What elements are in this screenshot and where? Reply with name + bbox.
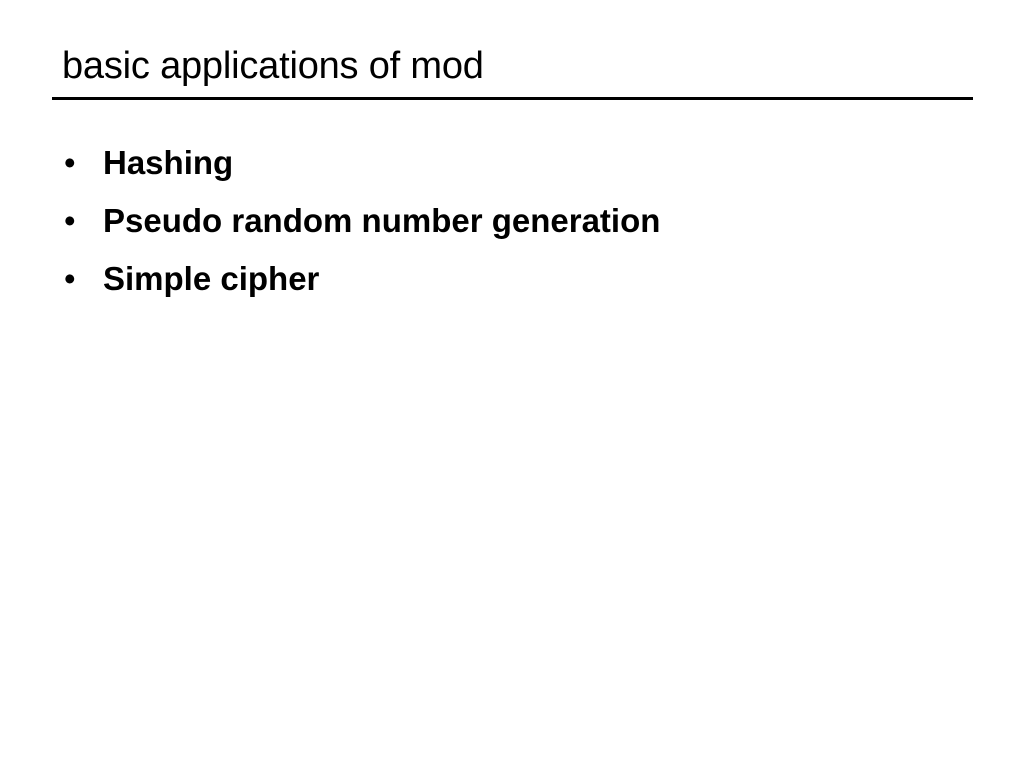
bullet-item-hashing: • Hashing bbox=[64, 140, 660, 198]
bullet-text: Hashing bbox=[103, 144, 234, 181]
bullet-text: Simple cipher bbox=[103, 260, 320, 297]
bullet-marker: • bbox=[64, 144, 76, 181]
bullet-item-prng: • Pseudo random number generation bbox=[64, 198, 660, 256]
slide-title: basic applications of mod bbox=[62, 45, 484, 87]
title-divider bbox=[52, 97, 973, 100]
bullet-list: • Hashing • Pseudo random number generat… bbox=[64, 140, 660, 314]
bullet-text: Pseudo random number generation bbox=[103, 202, 661, 239]
bullet-marker: • bbox=[64, 202, 76, 239]
bullet-item-cipher: • Simple cipher bbox=[64, 256, 660, 314]
bullet-marker: • bbox=[64, 260, 76, 297]
